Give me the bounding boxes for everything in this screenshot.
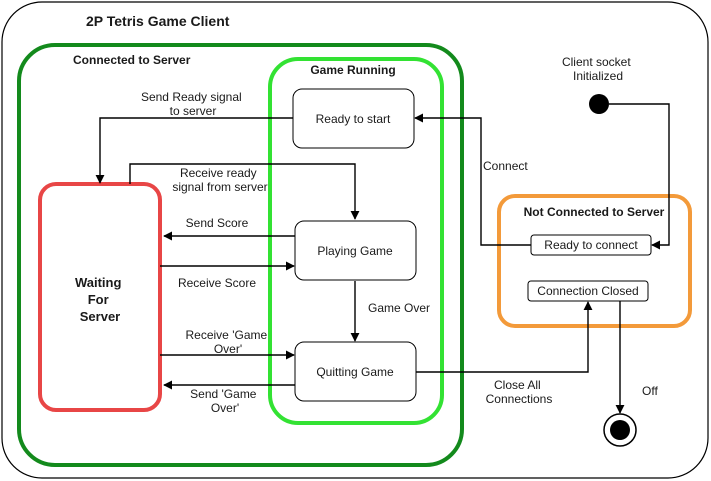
connected-group [17, 43, 464, 467]
client-socket-label: Client socket Initialized [562, 55, 634, 83]
send-game-over-label: Send 'Game Over' [190, 387, 260, 415]
arrow-connect [414, 113, 531, 246]
off-label: Off [642, 384, 658, 398]
ready-to-start-label: Ready to start [316, 112, 391, 126]
arrow-receive-ready [129, 163, 360, 220]
connected-group-label: Connected to Server [73, 53, 191, 67]
arrow-initial-to-ready-to-connect [609, 103, 670, 250]
receive-game-over-label: Receive 'Game Over' [186, 328, 271, 356]
send-ready-label: Send Ready signal to server [141, 90, 245, 118]
connection-closed-label: Connection Closed [537, 284, 638, 298]
playing-game-state[interactable] [294, 220, 417, 281]
close-all-label: Close All Connections [486, 378, 553, 406]
game-running-label: Game Running [310, 63, 395, 77]
game-over-label: Game Over [368, 301, 430, 315]
initial-state-node [589, 94, 609, 114]
waiting-for-server-state[interactable] [38, 182, 162, 412]
final-state-node [610, 420, 630, 440]
send-score-label: Send Score [186, 216, 249, 230]
connection-closed-state[interactable] [527, 280, 649, 302]
playing-game-label: Playing Game [317, 244, 393, 258]
arrow-send-ready [95, 117, 293, 184]
not-connected-group [497, 194, 692, 328]
not-connected-label: Not Connected to Server [524, 205, 665, 219]
quitting-game-label: Quitting Game [316, 365, 394, 379]
ready-to-connect-label: Ready to connect [544, 238, 638, 252]
game-running-group [268, 57, 444, 425]
waiting-for-server-label: Waiting For Server [75, 275, 125, 324]
arrow-close-all [416, 301, 593, 373]
receive-score-label: Receive Score [178, 276, 256, 290]
diagram-title: 2P Tetris Game Client [86, 13, 230, 29]
receive-ready-label: Receive ready signal from server [172, 166, 267, 194]
connect-label: Connect [483, 159, 528, 173]
